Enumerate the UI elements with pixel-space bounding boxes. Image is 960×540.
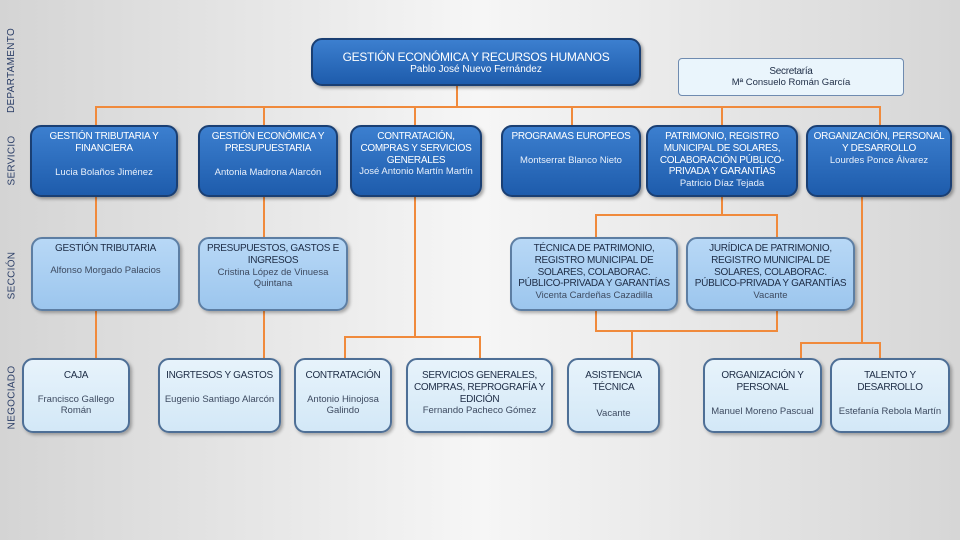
negociado-box[interactable]: ORGANIZACIÓN Y PERSONAL Manuel Moreno Pas… (703, 358, 822, 433)
negociado-box[interactable]: SERVICIOS GENERALES, COMPRAS, REPROGRAFÍ… (406, 358, 553, 433)
connector-line (95, 311, 97, 358)
service-box[interactable]: PATRIMONIO, REGISTRO MUNICIPAL DE SOLARE… (646, 125, 798, 197)
service-box[interactable]: PROGRAMAS EUROPEOS Montserrat Blanco Niet… (501, 125, 641, 197)
level-label: SERVICIO (0, 115, 24, 205)
connector-line (721, 106, 723, 125)
unit-head-name: Lourdes Ponce Álvarez (829, 154, 929, 166)
unit-title: JURÍDICA DE PATRIMONIO, REGISTRO MUNICIP… (694, 243, 847, 290)
unit-title: TÉCNICA DE PATRIMONIO, REGISTRO MUNICIPA… (518, 243, 670, 290)
level-label: NEGOCIADO (0, 350, 24, 445)
negociado-box[interactable]: TALENTO Y DESARROLLO Estefanía Rebola Mar… (830, 358, 950, 433)
connector-line (456, 86, 458, 107)
unit-title: ASISTENCIA TÉCNICA (585, 370, 642, 393)
unit-title: ORGANIZACIÓN, PERSONAL Y DESARROLLO (813, 131, 945, 154)
unit-head-name: Mª Consuelo Román García (731, 77, 851, 89)
unit-head-name: Vacante (753, 290, 788, 302)
section-box[interactable]: JURÍDICA DE PATRIMONIO, REGISTRO MUNICIP… (686, 237, 855, 311)
connector-line (879, 106, 881, 125)
connector-line (263, 197, 265, 237)
connector-line (861, 197, 863, 343)
unit-head-name: Fernando Pacheco Gómez (422, 405, 537, 417)
section-box[interactable]: GESTIÓN TRIBUTARIA Alfonso Morgado Palaci… (31, 237, 180, 311)
unit-head-name: Antonio Hinojosa Galindo (307, 393, 379, 416)
unit-head-name: Antonia Madrona Alarcón (214, 166, 322, 178)
unit-head-name: Vicenta Cardeñas Cazadilla (535, 290, 653, 302)
service-box[interactable]: CONTRATACIÓN, COMPRAS Y SERVICIOS GENERA… (350, 125, 482, 197)
service-box[interactable]: GESTIÓN ECONÓMICA Y PRESUPUESTARIA Antoni… (198, 125, 338, 197)
unit-title: GESTIÓN ECONÓMICA Y PRESUPUESTARIA (211, 131, 325, 154)
connector-line (776, 311, 778, 331)
level-label-text: DEPARTAMENTO (6, 27, 18, 113)
level-label-text: NEGOCIADO (6, 365, 18, 430)
negociado-box[interactable]: INGRTESOS Y GASTOS Eugenio Santiago Alarc… (158, 358, 281, 433)
connector-line (344, 336, 481, 338)
unit-title: GESTIÓN ECONÓMICA Y RECURSOS HUMANOS (342, 50, 610, 64)
connector-line (800, 342, 881, 344)
unit-title: CONTRATACIÓN (305, 370, 381, 381)
unit-head-name: Manuel Moreno Pascual (711, 405, 814, 417)
negociado-box[interactable]: CAJA Francisco Gallego Román (22, 358, 130, 433)
unit-title: GESTIÓN TRIBUTARIA Y FINANCIERA (49, 131, 159, 154)
unit-head-name: Pablo José Nuevo Fernández (410, 64, 542, 76)
unit-title: INGRTESOS Y GASTOS (166, 370, 273, 381)
connector-line (800, 342, 802, 358)
connector-line (95, 197, 97, 237)
connector-line (721, 197, 723, 215)
unit-head-name: Eugenio Santiago Alarcón (164, 393, 275, 405)
connector-line (95, 106, 97, 125)
negociado-box[interactable]: CONTRATACIÓN Antonio Hinojosa Galindo (294, 358, 392, 433)
connector-line (631, 330, 633, 358)
unit-head-name: Alfonso Morgado Palacios (50, 264, 161, 276)
unit-title: CONTRATACIÓN, COMPRAS Y SERVICIOS GENERA… (360, 131, 472, 166)
connector-line (595, 214, 778, 216)
unit-head-name: Montserrat Blanco Nieto (520, 154, 622, 166)
unit-title: PROGRAMAS EUROPEOS (511, 131, 631, 142)
section-box[interactable]: TÉCNICA DE PATRIMONIO, REGISTRO MUNICIPA… (510, 237, 678, 311)
unit-title: Secretaría (769, 65, 813, 77)
connector-line (595, 311, 597, 331)
level-label: DEPARTAMENTO (0, 20, 24, 120)
unit-head-name: Vacante (596, 407, 631, 419)
unit-title: ORGANIZACIÓN Y PERSONAL (721, 370, 804, 393)
negociado-box[interactable]: ASISTENCIA TÉCNICA Vacante (567, 358, 660, 433)
unit-title: PRESUPUESTOS, GASTOS E INGRESOS (207, 243, 339, 266)
connector-line (263, 106, 265, 125)
unit-head-name: Cristina López de Vinuesa Quintana (217, 266, 329, 289)
connector-line (776, 214, 778, 237)
connector-line (414, 197, 416, 337)
level-label: SECCIÓN (0, 230, 24, 320)
unit-title: CAJA (63, 370, 89, 381)
connector-line (571, 106, 573, 125)
level-label-text: SECCIÓN (6, 251, 18, 299)
unit-title: GESTIÓN TRIBUTARIA (55, 243, 156, 254)
connector-line (344, 336, 346, 358)
unit-title: PATRIMONIO, REGISTRO MUNICIPAL DE SOLARE… (659, 131, 785, 178)
connector-line (595, 330, 778, 332)
unit-head-name: Francisco Gallego Román (37, 393, 115, 416)
level-label-text: SERVICIO (6, 134, 18, 186)
unit-head-name: Estefanía Rebola Martín (838, 405, 942, 417)
unit-title: SERVICIOS GENERALES, COMPRAS, REPROGRAFÍ… (413, 370, 546, 405)
connector-line (96, 106, 881, 108)
service-box[interactable]: GESTIÓN TRIBUTARIA Y FINANCIERA Lucia Bol… (30, 125, 178, 197)
connector-line (263, 311, 265, 358)
unit-title: TALENTO Y DESARROLLO (857, 370, 923, 393)
connector-line (595, 214, 597, 237)
connector-line (414, 106, 416, 125)
connector-line (879, 342, 881, 358)
unit-head-name: Patricio Díaz Tejada (679, 178, 765, 190)
unit-head-name: Lucia Bolaños Jiménez (55, 166, 153, 178)
unit-head-name: José Antonio Martín Martín (359, 166, 473, 178)
connector-line (479, 336, 481, 358)
